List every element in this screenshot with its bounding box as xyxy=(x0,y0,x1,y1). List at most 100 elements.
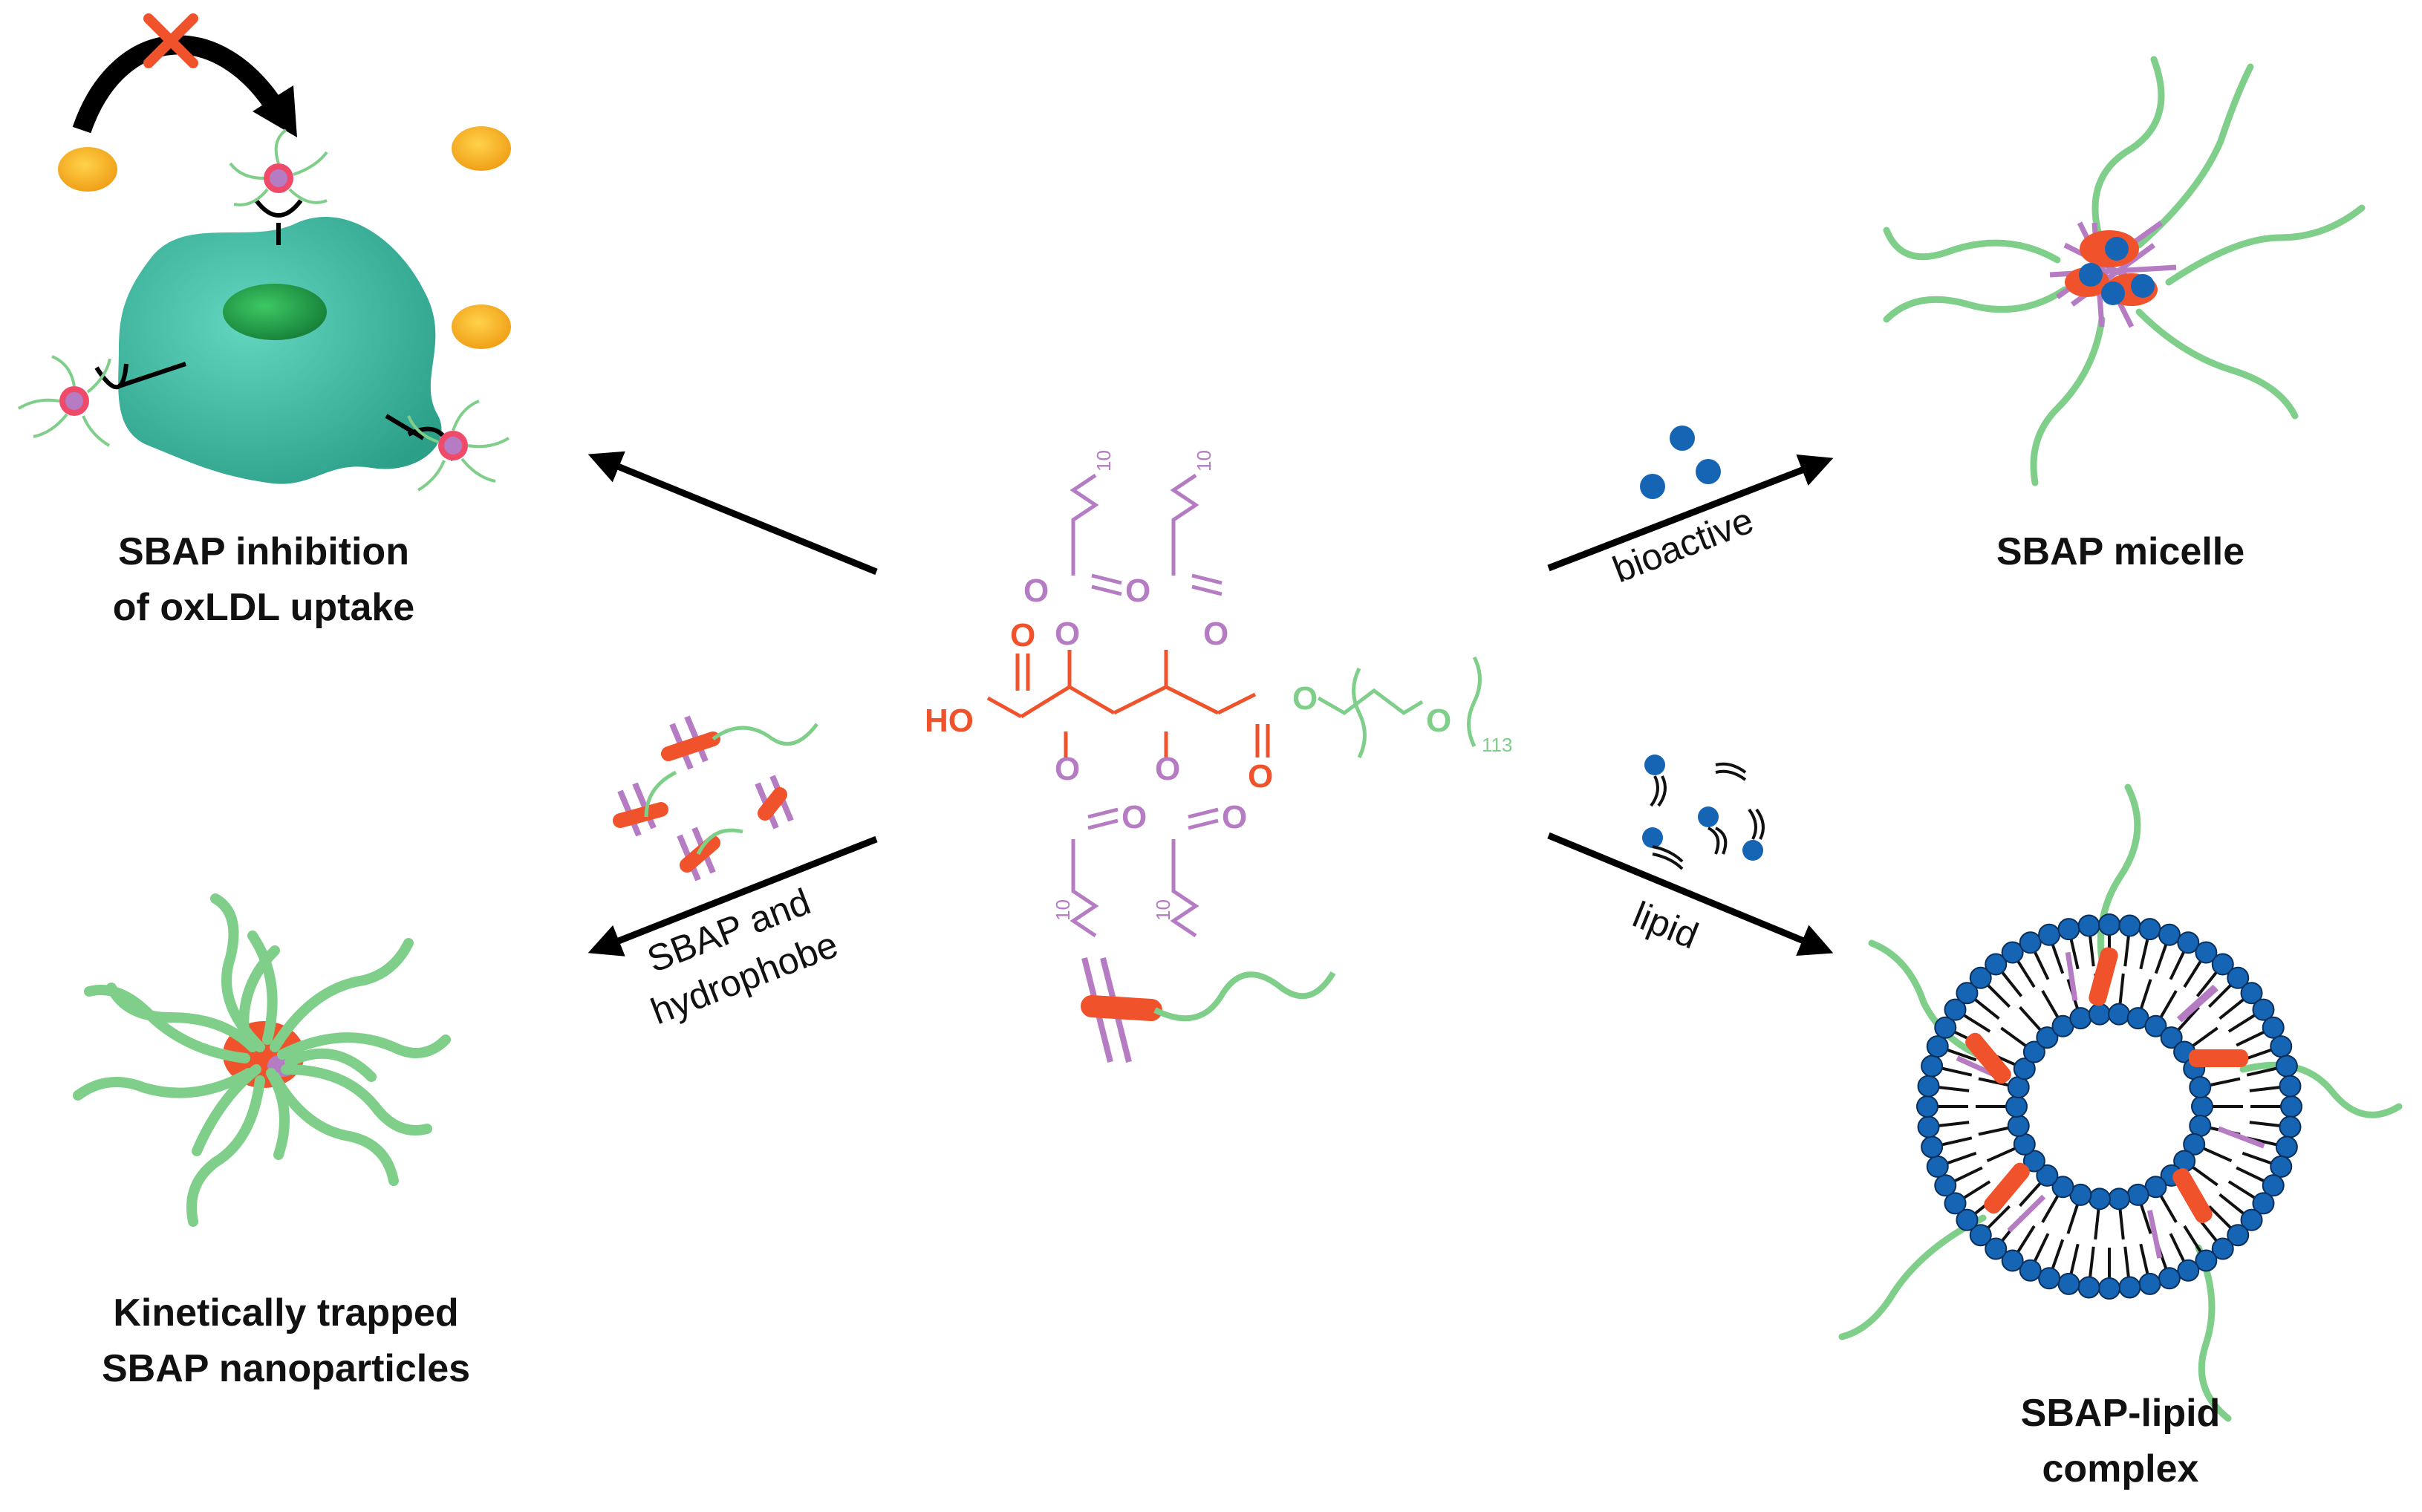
lipid-complex-label-line1: SBAP-lipid xyxy=(2021,1392,2221,1435)
nanoparticles-label-line2: SBAP nanoparticles xyxy=(102,1347,470,1390)
chem-subscript-10: 10 xyxy=(1193,450,1215,472)
lipid-head xyxy=(2007,1076,2030,1099)
lipid-head xyxy=(1917,1115,1940,1138)
bound-sbap-micelle-icon xyxy=(229,128,328,206)
chem-o-label: O xyxy=(1203,616,1228,652)
oxldl-particle-icon xyxy=(58,147,117,192)
lipid-head xyxy=(1926,1035,1949,1058)
lipid-head xyxy=(2279,1115,2302,1138)
sbap-micelle-icon: SBAP micelle xyxy=(1883,56,2366,573)
lipid-head xyxy=(2177,931,2200,954)
lipid-head xyxy=(1969,966,1992,989)
blocked-uptake-arrowhead xyxy=(253,85,297,137)
lipid-head xyxy=(2240,982,2263,1005)
lipid-head xyxy=(2280,1095,2302,1118)
lipid-head xyxy=(2013,1133,2036,1156)
chem-o-label: O xyxy=(1125,573,1150,609)
lipid-complex-label-line2: complex xyxy=(2042,1447,2199,1490)
lipid-head xyxy=(1916,1095,1938,1118)
lipid-head xyxy=(2138,1272,2161,1295)
lipid-head xyxy=(2275,1055,2298,1078)
chem-o-label: O xyxy=(1426,703,1451,739)
inhibition-panel: SBAP inhibition of oxLDL uptake xyxy=(17,13,511,629)
lipid-head xyxy=(2108,1187,2131,1210)
bioactive-molecules-icon xyxy=(1640,426,1721,499)
lipid-head xyxy=(1934,1016,1957,1039)
lipid-head xyxy=(1985,953,2008,976)
chem-subscript-113: 113 xyxy=(1482,734,1512,756)
lipid-arrow-label: lipid xyxy=(1627,893,1704,957)
arrow-to-micelle xyxy=(1547,454,1834,572)
sbap-structure: O O O O O O O O 10 10 10 10 xyxy=(925,450,1512,938)
chem-o-label: O xyxy=(1222,799,1247,835)
sbap-schematic-icon xyxy=(1081,957,1336,1063)
arrow-to-lipid-complex xyxy=(1547,832,1834,957)
lipid-head xyxy=(2211,1237,2234,1260)
lipid-head xyxy=(1944,998,1967,1021)
lipid-head xyxy=(2262,1016,2285,1039)
lipid-head xyxy=(2158,923,2181,946)
lipid-head xyxy=(2118,914,2141,937)
bound-sbap-micelle-icon xyxy=(407,400,510,492)
lipid-head xyxy=(2183,1133,2206,1156)
lipid-head xyxy=(2108,1003,2131,1026)
chem-ho-label: HO xyxy=(925,703,974,739)
lipid-head xyxy=(2005,1095,2028,1118)
lipid-head xyxy=(2279,1075,2302,1098)
sbap-lipid-complex-icon: SBAP-lipid complex xyxy=(1838,783,2403,1490)
lipid-head xyxy=(2270,1155,2293,1178)
lipid-head xyxy=(1985,1237,2008,1260)
lipid-head xyxy=(2160,1026,2183,1049)
sbap-hydrophobe-mixture-icon xyxy=(613,715,818,882)
lipid-head xyxy=(1934,1174,1957,1197)
chem-subscript-10: 10 xyxy=(1052,899,1074,921)
lipid-head xyxy=(2240,1208,2263,1231)
lipid-molecules-icon xyxy=(1642,755,1765,870)
macrophage-cell-icon xyxy=(118,217,442,484)
lipid-head xyxy=(2252,1192,2275,1215)
lipid-head xyxy=(2019,931,2042,954)
chem-subscript-10: 10 xyxy=(1152,899,1174,921)
lipid-head xyxy=(2098,1277,2120,1300)
lipid-head xyxy=(2144,1014,2167,1037)
lipid-head xyxy=(2189,1114,2212,1137)
lipid-head xyxy=(2036,1164,2059,1187)
lipid-head xyxy=(1956,1208,1979,1231)
chem-o-label: O xyxy=(1122,799,1147,835)
arrow-to-inhibition xyxy=(587,451,878,576)
lipid-head xyxy=(1917,1075,1940,1098)
lipid-head xyxy=(2001,941,2024,964)
lipid-head xyxy=(2189,1076,2212,1099)
chem-o-label: O xyxy=(1010,617,1035,654)
lipid-head xyxy=(2262,1174,2285,1197)
lipid-head xyxy=(2227,966,2250,989)
lipid-head xyxy=(2211,953,2234,976)
chem-o-label: O xyxy=(1055,616,1080,652)
lipid-head xyxy=(2195,941,2218,964)
arrow-to-nanoparticles xyxy=(587,835,878,957)
lipid-head xyxy=(2038,923,2061,946)
sbap-alkyl-tail xyxy=(2146,1210,2163,1259)
lipid-head xyxy=(2270,1035,2293,1058)
lipid-head xyxy=(2001,1249,2024,1272)
lipid-head xyxy=(2069,1007,2092,1030)
lipid-head xyxy=(1926,1155,1949,1178)
inhibition-label-line2: of oxLDL uptake xyxy=(113,586,414,629)
kinetically-trapped-nanoparticle-icon: Kinetically trapped SBAP nanoparticles xyxy=(73,893,470,1390)
lipid-head xyxy=(2195,1249,2218,1272)
lipid-head xyxy=(2177,1259,2200,1282)
lipid-head xyxy=(2038,1267,2061,1290)
lipid-head xyxy=(1921,1135,1944,1159)
micelle-label: SBAP micelle xyxy=(1996,530,2244,573)
sbap-alkyl-tail xyxy=(2007,1194,2046,1233)
lipid-head xyxy=(2191,1095,2213,1118)
lipid-head xyxy=(2013,1058,2036,1081)
nucleus-icon xyxy=(223,284,327,340)
lipid-head xyxy=(2227,1224,2250,1247)
lipid-head xyxy=(1944,1192,1967,1215)
chem-subscript-10: 10 xyxy=(1093,450,1115,472)
lipid-head xyxy=(2252,998,2275,1021)
nanoparticles-label-line1: Kinetically trapped xyxy=(113,1291,458,1335)
sbap-alkyl-tail xyxy=(2065,951,2078,1001)
